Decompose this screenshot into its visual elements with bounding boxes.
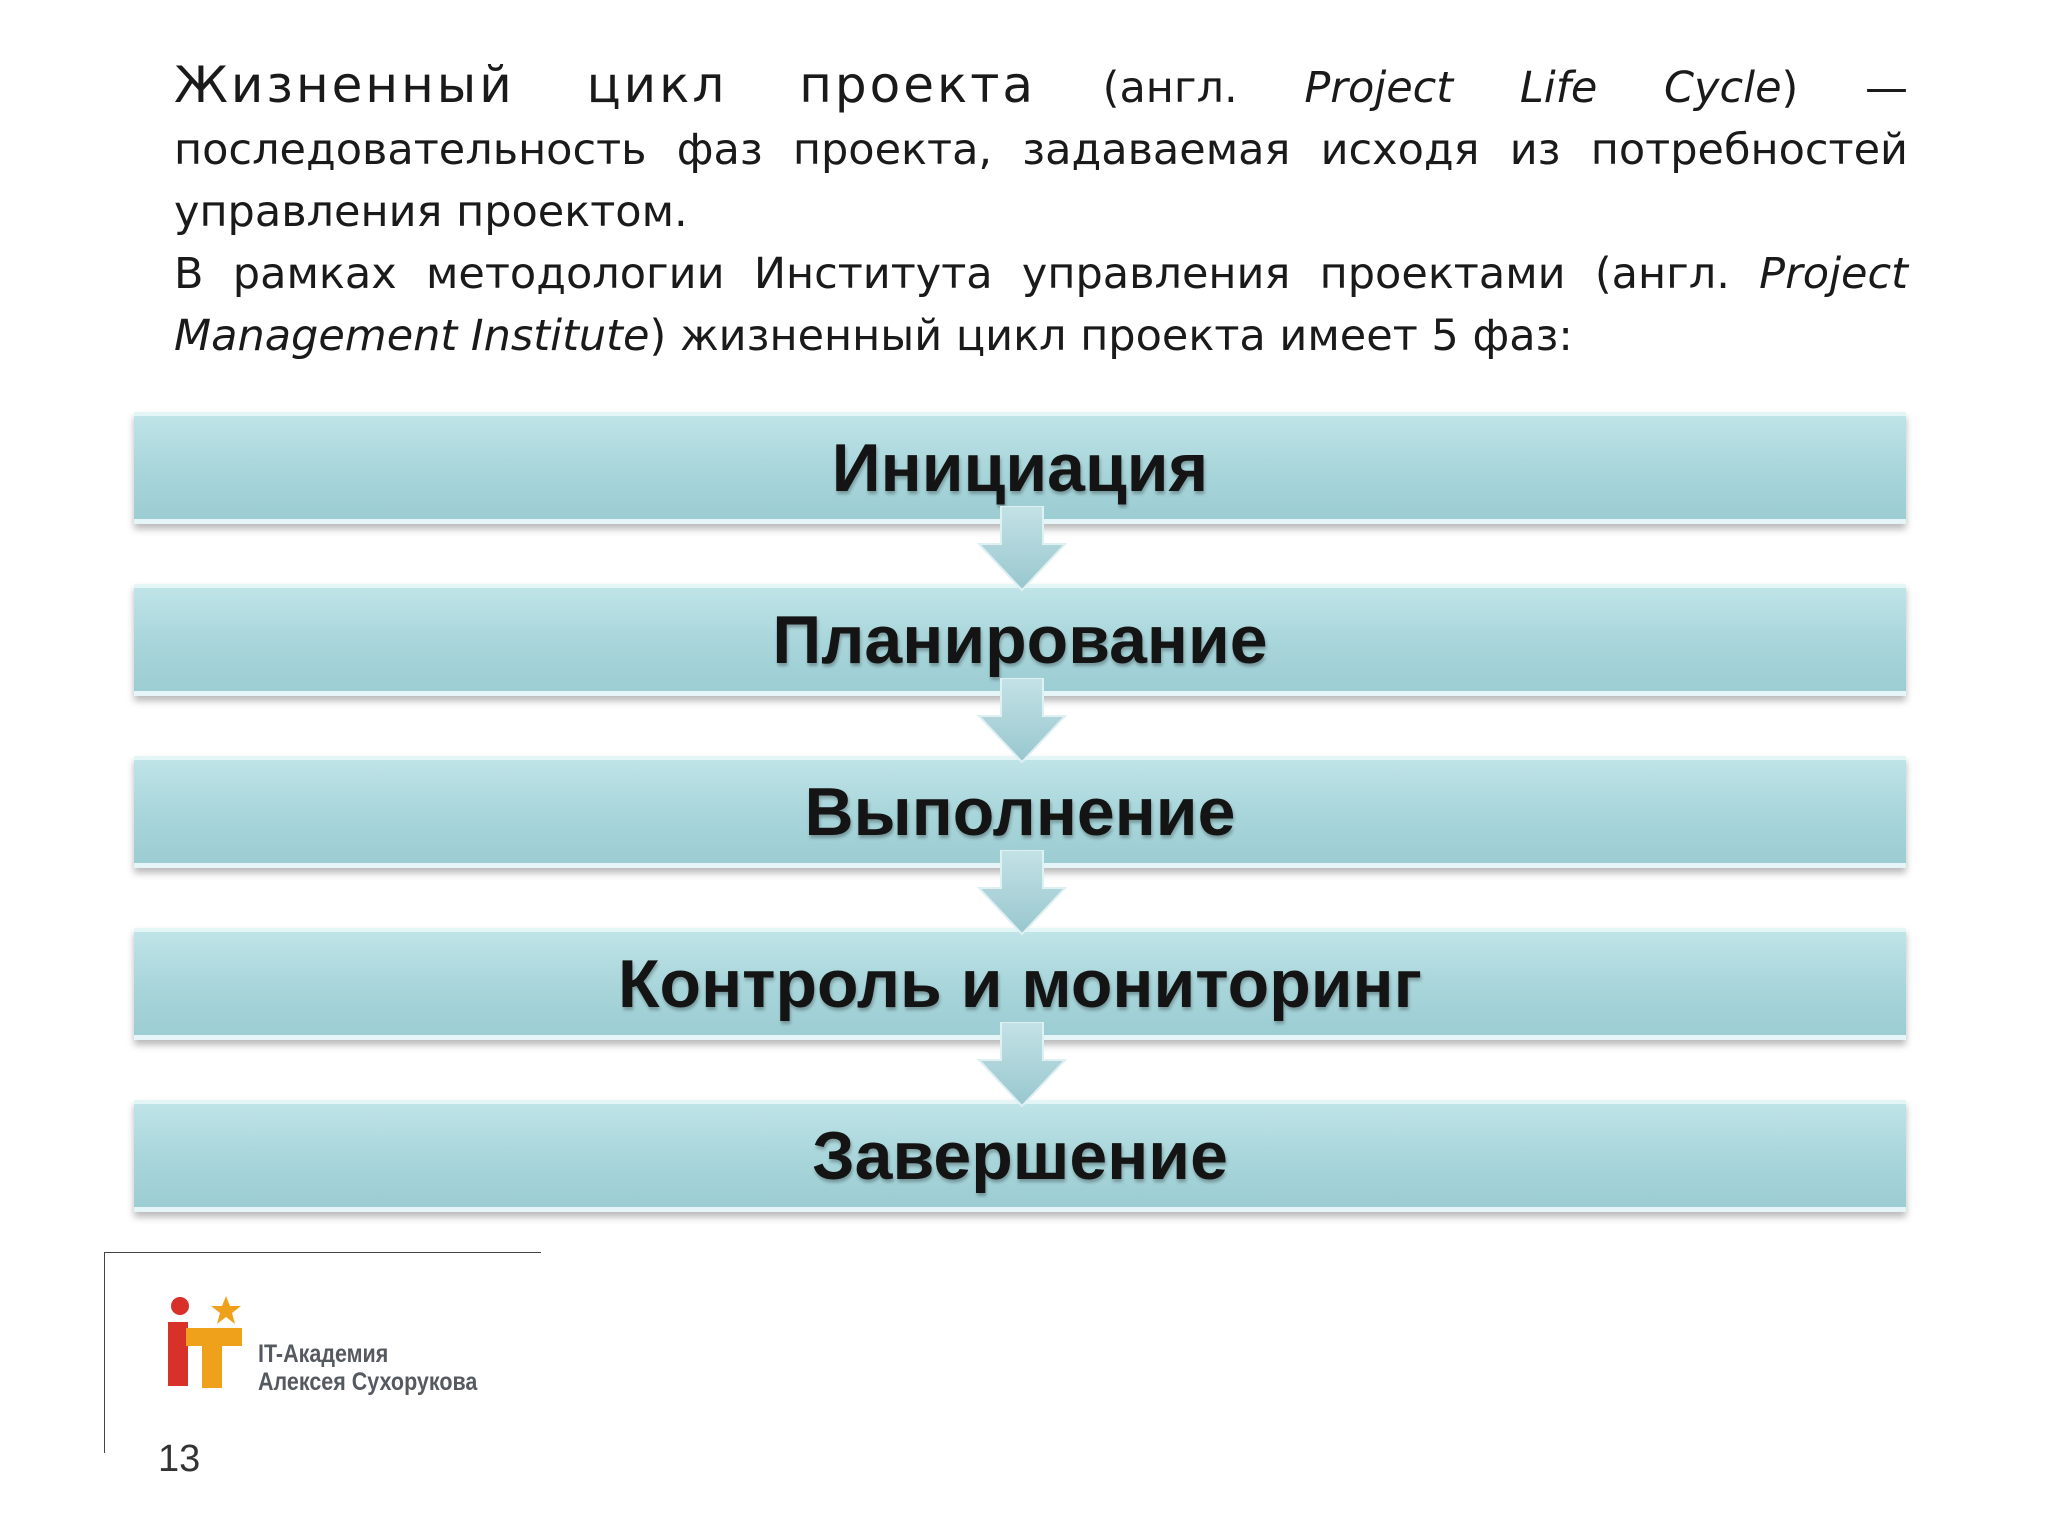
down-arrow-icon [977,506,1067,592]
intro-text: Жизненный цикл проекта (англ. Project Li… [174,54,1908,367]
phase-box-closing: Завершение [134,1100,1906,1212]
logo-text-line2: Алексея Сухорукова [258,1368,478,1396]
down-arrow-icon [977,1022,1067,1108]
definition-text: ) — последовательность фаз проекта, зада… [174,63,1909,237]
it-academy-logo-icon [168,1296,242,1388]
footer-frame [104,1252,541,1453]
down-arrow-icon [977,678,1067,764]
term-open: (англ. [1036,63,1305,113]
methodology-rest: ) жизненный цикл проекта имеет 5 фаз: [649,311,1573,361]
phase-label: Контроль и мониторинг [618,945,1422,1022]
definition-paragraph: Жизненный цикл проекта (англ. Project Li… [174,54,1908,243]
methodology-paragraph: В рамках методологии Института управлени… [174,243,1908,367]
term-english: Project Life Cycle [1304,63,1782,113]
phase-label: Планирование [772,601,1268,678]
logo-text-line1: IT-Академия [258,1340,389,1368]
phase-label: Завершение [812,1117,1228,1194]
page-number: 13 [158,1438,201,1480]
phase-label: Инициация [831,429,1209,506]
down-arrow-icon [977,850,1067,936]
term-heading: Жизненный цикл проекта [174,56,1036,114]
methodology-text: В рамках методологии Института управлени… [174,249,1760,299]
pmi-english: Project Management Institute [174,249,1908,361]
phase-label: Выполнение [804,773,1236,850]
